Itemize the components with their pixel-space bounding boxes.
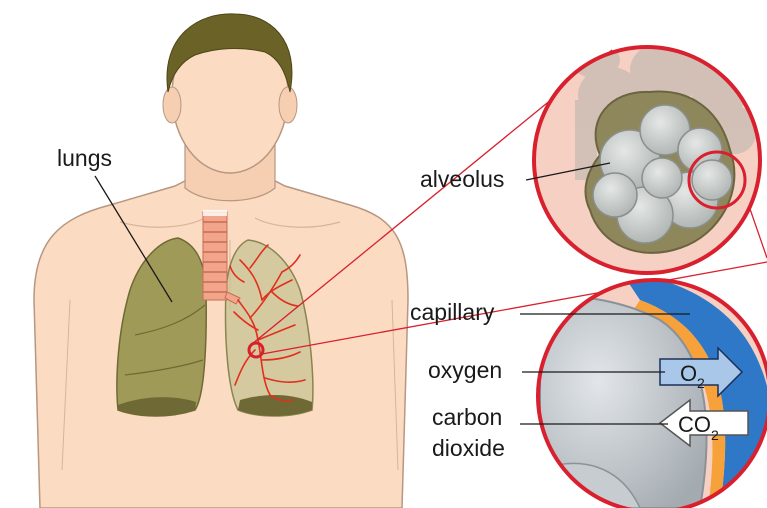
o2-subscript: 2 <box>697 375 705 391</box>
label-oxygen: oxygen <box>428 357 502 383</box>
label-carbon: carbon <box>432 404 502 430</box>
label-alveolus: alveolus <box>420 166 504 192</box>
o2-label: O <box>680 361 697 386</box>
label-capillary: capillary <box>410 299 495 325</box>
label-dioxide: dioxide <box>432 435 505 461</box>
label-lungs: lungs <box>57 145 112 171</box>
gas-exchange-zoom-circle: O 2 CO 2 <box>538 270 767 508</box>
left-ear <box>163 87 181 123</box>
co2-label: CO <box>678 412 711 437</box>
human-figure <box>34 14 408 508</box>
right-ear <box>279 87 297 123</box>
alveolus-zoom-circle <box>534 40 760 273</box>
co2-subscript: 2 <box>711 427 719 443</box>
